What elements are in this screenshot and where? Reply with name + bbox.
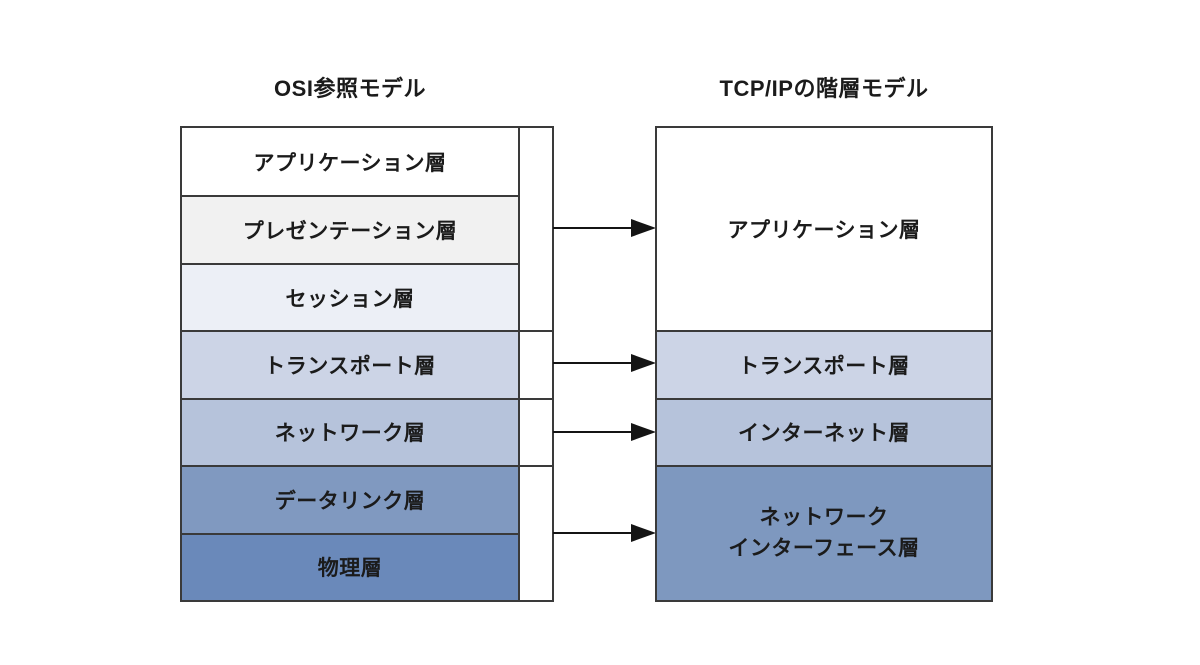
osi-layer-stack: アプリケーション層 プレゼンテーション層 セッション層 トランスポート層 ネット… — [182, 128, 520, 600]
osi-model-box: アプリケーション層 プレゼンテーション層 セッション層 トランスポート層 ネット… — [180, 126, 554, 602]
mapping-arrow-internet — [553, 422, 656, 442]
tcpip-layer-application-label: アプリケーション層 — [727, 219, 921, 243]
osi-layer-presentation: プレゼンテーション層 — [182, 195, 518, 263]
osi-layer-physical: 物理層 — [182, 532, 518, 600]
tcpip-model-box: アプリケーション層 トランスポート層 インターネット層 ネットワーク インターフ… — [655, 126, 993, 602]
arrowhead-icon — [631, 524, 656, 542]
mapping-arrow-transport — [553, 353, 656, 373]
mapping-arrow-network-interface — [553, 523, 656, 543]
tcpip-layer-network-interface: ネットワーク インターフェース層 — [657, 465, 991, 600]
osi-model-title: OSI参照モデル — [274, 76, 426, 101]
arrowhead-icon — [631, 423, 656, 441]
arrow-shaft — [553, 227, 634, 229]
osi-layer-session-label: セッション層 — [285, 287, 415, 311]
osi-layer-physical-label: 物理層 — [317, 557, 383, 581]
osi-layer-session: セッション層 — [182, 262, 518, 331]
tcpip-layer-internet-label: インターネット層 — [738, 422, 910, 446]
osi-group-segment-application — [520, 128, 552, 330]
osi-layer-presentation-label: プレゼンテーション層 — [242, 220, 458, 244]
osi-group-segment-internet — [520, 397, 552, 465]
osi-group-segment-transport — [520, 330, 552, 397]
tcpip-layer-network-interface-label-line1: ネットワーク — [759, 506, 889, 530]
osi-layer-datalink: データリンク層 — [182, 465, 518, 533]
osi-layer-network-label: ネットワーク層 — [274, 422, 426, 446]
osi-layer-transport: トランスポート層 — [182, 330, 518, 398]
mapping-arrow-application — [553, 218, 656, 238]
tcpip-layer-network-interface-label-line2: インターフェース層 — [728, 536, 920, 560]
osi-layer-application: アプリケーション層 — [182, 128, 518, 196]
osi-grouping-strip — [520, 128, 552, 600]
arrow-shaft — [553, 532, 634, 534]
osi-group-segment-network-interface — [520, 465, 552, 600]
osi-layer-datalink-label: データリンク層 — [274, 489, 426, 513]
tcpip-layer-transport-label: トランスポート層 — [738, 354, 910, 378]
osi-layer-transport-label: トランスポート層 — [264, 354, 436, 378]
arrowhead-icon — [631, 219, 656, 237]
osi-layer-network: ネットワーク層 — [182, 397, 518, 466]
arrowhead-icon — [631, 354, 656, 372]
tcpip-model-title: TCP/IPの階層モデル — [719, 76, 929, 101]
tcpip-layer-internet: インターネット層 — [657, 397, 991, 466]
tcpip-layer-application: アプリケーション層 — [657, 128, 991, 331]
arrow-shaft — [553, 362, 634, 364]
arrow-shaft — [553, 431, 634, 433]
tcpip-layer-transport: トランスポート層 — [657, 330, 991, 398]
osi-layer-application-label: アプリケーション層 — [253, 151, 447, 175]
